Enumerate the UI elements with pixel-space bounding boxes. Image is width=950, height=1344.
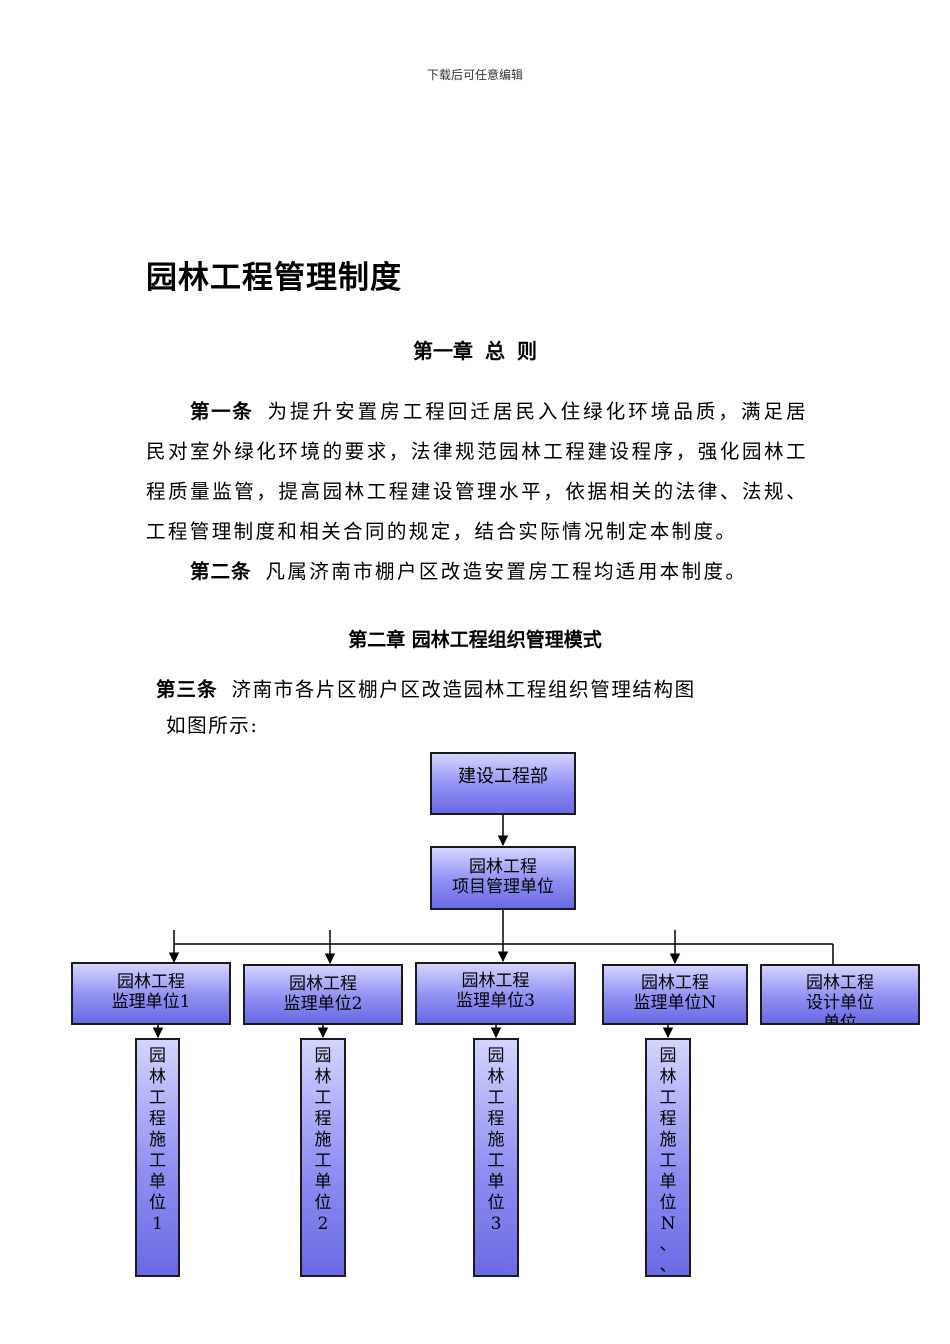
cu3-char: 施 (487, 1130, 505, 1150)
supervisor-3-line1: 园林工程 (461, 971, 530, 991)
box-project-management-unit: 园林工程 项目管理单位 (430, 846, 576, 910)
supervisor-1-line2: 监理单位1 (111, 992, 191, 1012)
cun-char: 施 (659, 1130, 677, 1150)
cun-char: 工 (659, 1088, 677, 1108)
cu3-char: 程 (487, 1109, 505, 1129)
cu3-char: 林 (487, 1067, 505, 1087)
cu2-char: 2 (317, 1214, 329, 1234)
cu1-char: 程 (149, 1109, 166, 1129)
cu2-char: 位 (314, 1193, 332, 1213)
cu2-char: 园 (314, 1046, 332, 1066)
box-supervisor-3: 园林工程 监理单位3 (415, 962, 576, 1025)
design-line2: 设计单位 (806, 993, 874, 1013)
supervisor-1-line1: 园林工程 (117, 972, 185, 992)
cun-char: 单 (659, 1172, 677, 1192)
supervisor-2-line1: 园林工程 (289, 974, 357, 994)
article-3-text: 济南市各片区棚户区改造园林工程组织管理结构图 (231, 678, 696, 701)
box-supervisor-n: 园林工程 监理单位N (602, 964, 748, 1025)
box-project-line2: 项目管理单位 (452, 877, 554, 897)
article-1-text: 为提升安置房工程回迁居民入住绿化环境品质，满足居民对室外绿化环境的要求，法律规范… (146, 400, 808, 543)
box-construction-engineering-dept: 建设工程部 (430, 752, 576, 815)
box-top-label: 建设工程部 (458, 766, 548, 787)
chapter-1-prefix: 第一章 (413, 339, 473, 363)
box-design-unit: 园林工程 设计单位 单位 (760, 964, 920, 1025)
cu1-char: 施 (149, 1130, 166, 1150)
cu1-char: 林 (149, 1067, 166, 1087)
cun-char: 、 (659, 1256, 677, 1276)
cun-char: 、 (659, 1235, 677, 1255)
cu3-char: 工 (487, 1088, 505, 1108)
cu2-char: 林 (314, 1067, 332, 1087)
cu1-char: 单 (149, 1172, 166, 1192)
design-line1: 园林工程 (806, 973, 874, 993)
cu1-char: 园 (149, 1046, 166, 1066)
box-construction-unit-1: 园 林 工 程 施 工 单 位 1 (135, 1038, 180, 1277)
cun-char: 位 (659, 1193, 677, 1213)
cu3-char: 单 (487, 1172, 505, 1192)
box-construction-unit-n: 园 林 工 程 施 工 单 位 N 、 、 (645, 1038, 691, 1277)
cu1-char: 工 (149, 1151, 166, 1171)
cu3-char: 园 (487, 1046, 505, 1066)
box-project-line1: 园林工程 (469, 857, 537, 877)
cu2-char: 工 (314, 1088, 332, 1108)
article-2-label: 第二条 (190, 560, 252, 583)
cu1-char: 位 (149, 1193, 166, 1213)
cu2-char: 单 (314, 1172, 332, 1192)
box-construction-unit-2: 园 林 工 程 施 工 单 位 2 (300, 1038, 346, 1277)
article-1: 第一条为提升安置房工程回迁居民入住绿化环境品质，满足居民对室外绿化环境的要求，法… (146, 392, 808, 552)
supervisor-n-line1: 园林工程 (641, 973, 709, 993)
cu3-char: 工 (487, 1151, 505, 1171)
chapter-1-heading: 第一章总则 (0, 335, 950, 364)
cu1-char: 1 (152, 1214, 163, 1234)
cun-char: 林 (659, 1067, 677, 1087)
box-construction-unit-3: 园 林 工 程 施 工 单 位 3 (473, 1038, 519, 1277)
chapter-1-word1: 总 (485, 339, 505, 363)
cun-char: 工 (659, 1151, 677, 1171)
cu2-char: 施 (314, 1130, 332, 1150)
cu3-char: 3 (490, 1214, 502, 1234)
cun-char: 园 (659, 1046, 677, 1066)
cun-char: N (660, 1214, 676, 1234)
cu2-char: 程 (314, 1109, 332, 1129)
cu1-char: 工 (149, 1088, 166, 1108)
article-3: 第三条济南市各片区棚户区改造园林工程组织管理结构图 如图所示: (156, 672, 816, 744)
chapter-1-word2: 则 (517, 339, 537, 363)
supervisor-3-line2: 监理单位3 (456, 991, 535, 1011)
article-1-label: 第一条 (190, 400, 254, 423)
supervisor-2-line2: 监理单位2 (283, 994, 363, 1014)
article-3-label: 第三条 (156, 678, 218, 701)
cu2-char: 工 (314, 1151, 332, 1171)
design-line3: 单位 (823, 1013, 857, 1025)
article-3-continuation: 如图所示: (166, 714, 259, 737)
document-title: 园林工程管理制度 (146, 260, 402, 296)
header-note: 下载后可任意编辑 (426, 68, 523, 82)
article-2-text: 凡属济南市棚户区改造安置房工程均适用本制度。 (265, 560, 748, 583)
box-supervisor-1: 园林工程 监理单位1 (71, 962, 231, 1025)
box-supervisor-2: 园林工程 监理单位2 (243, 964, 403, 1025)
supervisor-n-line2: 监理单位N (633, 993, 717, 1013)
chapter-2-heading: 第二章 园林工程组织管理模式 (348, 629, 602, 651)
cun-char: 程 (659, 1109, 677, 1129)
article-2: 第二条凡属济南市棚户区改造安置房工程均适用本制度。 (146, 552, 808, 592)
cu3-char: 位 (487, 1193, 505, 1213)
